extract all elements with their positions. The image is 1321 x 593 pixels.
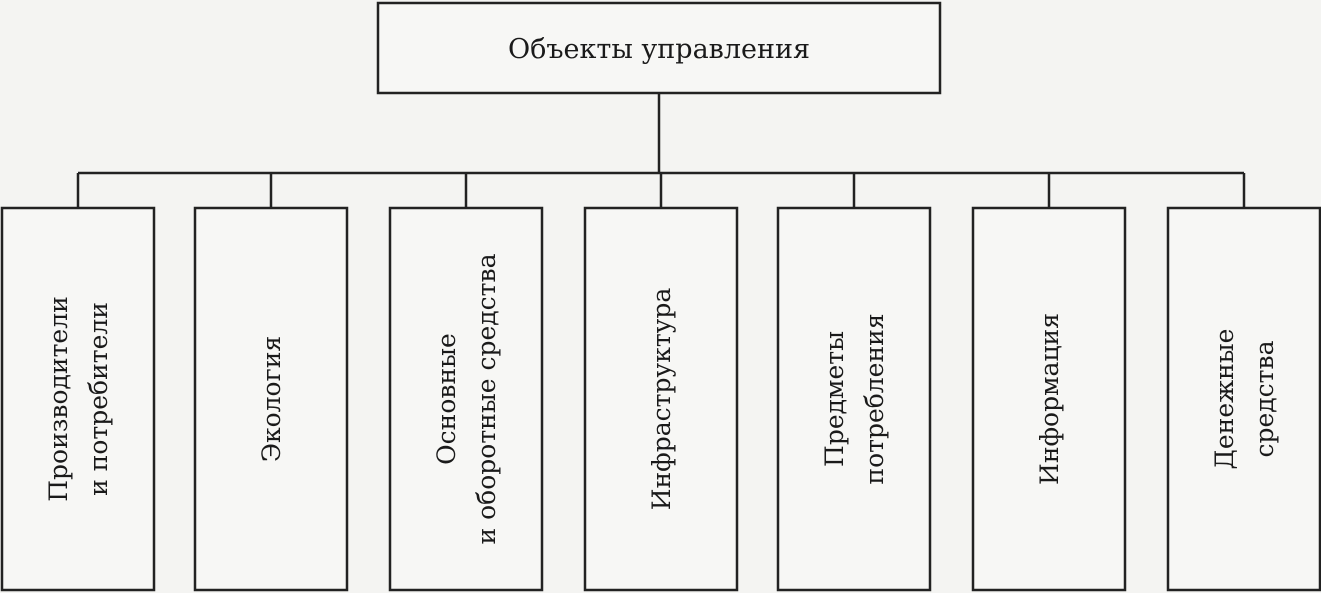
child-label: Экология: [257, 336, 286, 462]
root-label: Объекты управления: [508, 34, 810, 65]
child-label-line: и потребители: [84, 302, 113, 496]
child-node: Основные и оборотные средства: [388, 206, 544, 592]
child-label-line: Производители: [44, 296, 73, 502]
child-node: Производители и потребители: [0, 206, 156, 592]
child-label: Предметы потребления: [820, 313, 889, 484]
child-node: Предметы потребления: [776, 206, 932, 592]
connector-lines: [76, 93, 1246, 208]
child-box: [971, 206, 1127, 592]
child-box: [193, 206, 349, 592]
child-node: Инфраструктура: [583, 206, 739, 592]
child-label-line: Денежные: [1210, 329, 1239, 470]
child-label: Производители и потребители: [44, 296, 113, 502]
child-label-line: Информация: [1035, 313, 1064, 485]
child-label-line: потребления: [860, 313, 889, 484]
child-label: Основные и оборотные средства: [432, 253, 501, 544]
child-node: Информация: [971, 206, 1127, 592]
child-label-line: Основные: [432, 333, 461, 465]
child-box: [776, 206, 932, 592]
child-label-line: средства: [1250, 340, 1279, 457]
child-label: Денежные средства: [1210, 329, 1279, 470]
child-box: [1166, 206, 1321, 592]
root-box: [376, 1, 942, 95]
child-label: Информация: [1035, 313, 1064, 485]
child-label-line: Предметы: [820, 331, 849, 467]
child-node: Денежные средства: [1166, 206, 1321, 592]
child-label-line: Экология: [257, 336, 286, 462]
child-box: [583, 206, 739, 592]
child-box: [0, 206, 156, 592]
child-label-line: и оборотные средства: [472, 253, 501, 544]
child-label-line: Инфраструктура: [647, 288, 676, 511]
root-node: Объекты управления: [376, 1, 942, 95]
child-node: Экология: [193, 206, 349, 592]
child-nodes: Производители и потребители Экология Основн…: [0, 206, 1321, 592]
child-label: Инфраструктура: [647, 288, 676, 511]
child-box: [388, 206, 544, 592]
